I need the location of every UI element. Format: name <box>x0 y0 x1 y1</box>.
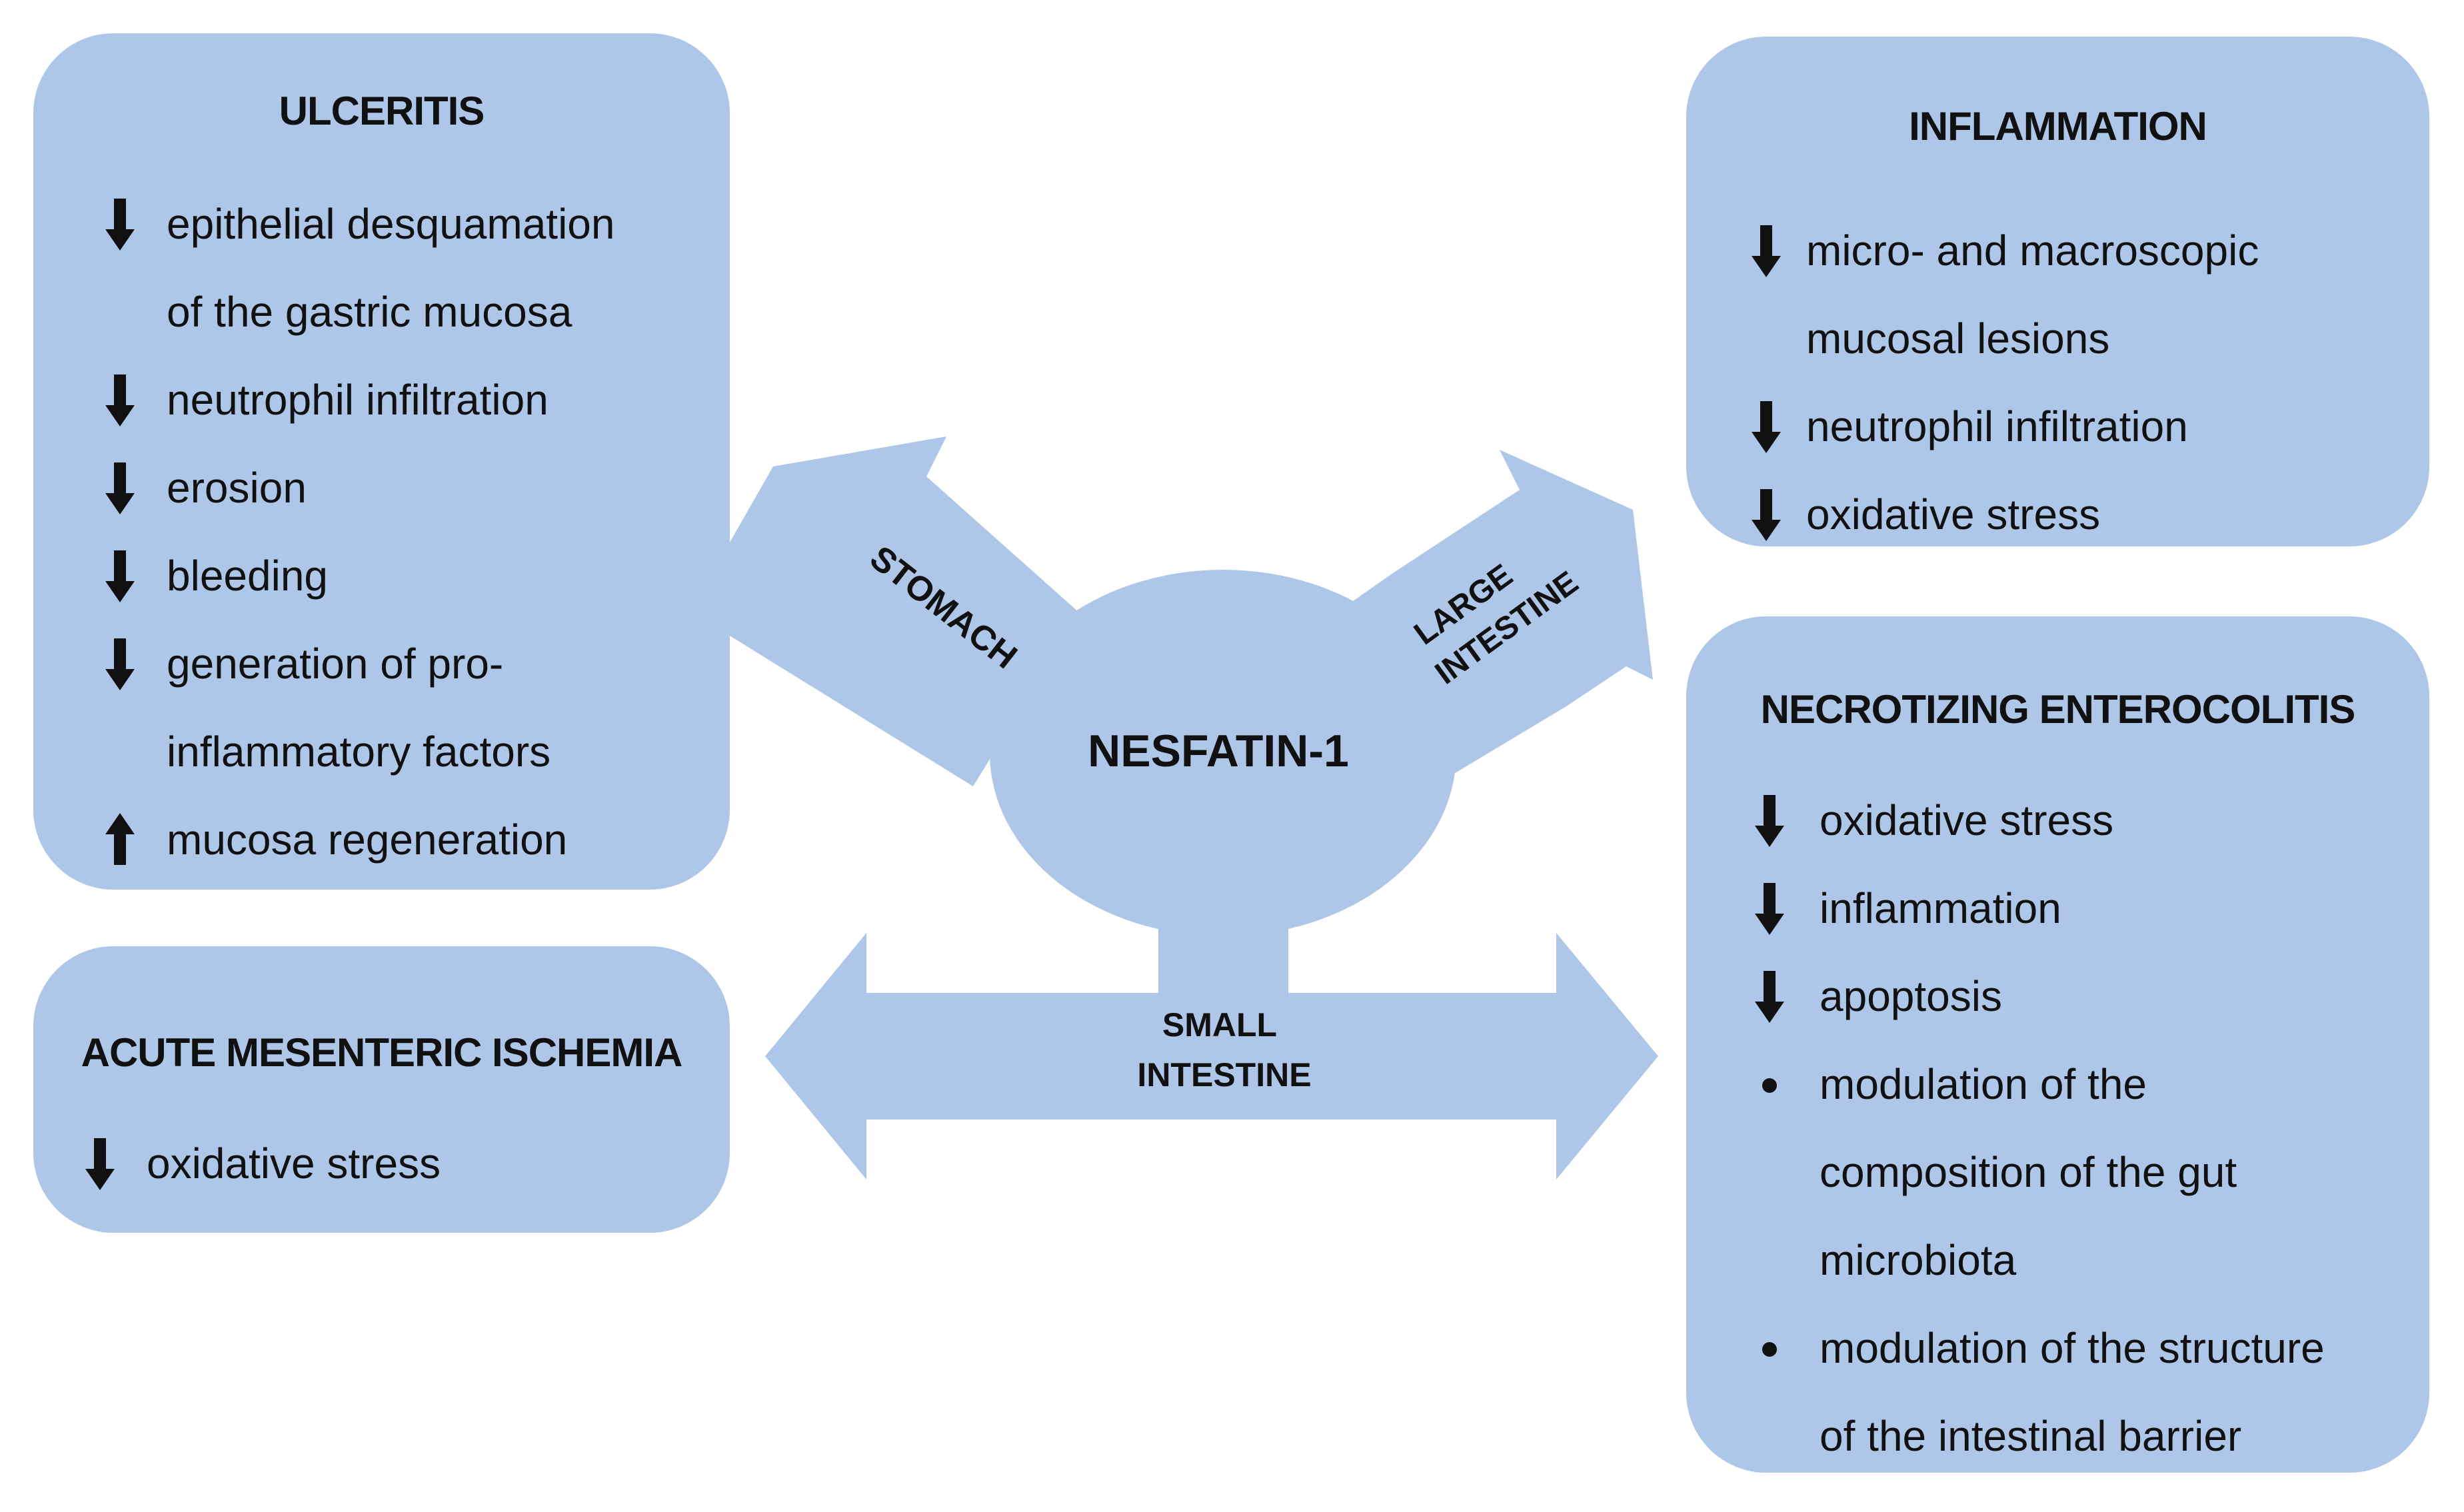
down-arrow-icon <box>100 542 140 609</box>
ulceritis-item-text: erosion <box>167 464 307 512</box>
small-intestine-label-2: INTESTINE <box>1137 1056 1311 1094</box>
ulceritis-box: ULCERITIS epithelial desquamation of the … <box>33 33 730 890</box>
down-arrow-icon <box>1750 963 1790 1030</box>
down-arrow-icon <box>80 1130 120 1197</box>
down-arrow-icon <box>100 191 140 257</box>
nec-item-text: oxidative stress <box>1820 796 2114 844</box>
inflammation-title: INFLAMMATION <box>1909 104 2207 149</box>
down-arrow-icon <box>100 630 140 697</box>
nec-title: NECROTIZING ENTEROCOLITIS <box>1760 687 2356 732</box>
inflammation-box: INFLAMMATION micro- and macroscopic mucos… <box>1686 37 2429 546</box>
down-arrow-icon <box>1750 875 1790 942</box>
ulceritis-item-text: of the gastric mucosa <box>167 288 573 336</box>
nec-box: NECROTIZING ENTEROCOLITIS oxidative stre… <box>1686 616 2429 1473</box>
nesfatin-circle <box>990 570 1456 936</box>
up-arrow-icon <box>100 806 140 873</box>
ischemia-item-text: oxidative stress <box>147 1139 441 1187</box>
ulceritis-item-text: epithelial desquamation <box>167 200 615 248</box>
nec-item-text: modulation of the structure <box>1820 1324 2325 1372</box>
nec-item-text: microbiota <box>1820 1236 2017 1284</box>
down-arrow-icon <box>100 367 140 433</box>
ulceritis-item-text: inflammatory factors <box>167 728 551 776</box>
nesfatin-label: NESFATIN-1 <box>1088 726 1349 776</box>
ischemia-box: ACUTE MESENTERIC ISCHEMIA oxidative stre… <box>33 946 730 1233</box>
inflammation-item-text: micro- and macroscopic <box>1806 227 2259 275</box>
ulceritis-item-text: neutrophil infiltration <box>167 376 549 424</box>
stomach-arrow <box>666 436 1080 786</box>
ulceritis-item-text: bleeding <box>167 552 328 600</box>
nec-item-text: inflammation <box>1820 884 2061 932</box>
bullet-icon <box>1750 1315 1790 1381</box>
ischemia-title: ACUTE MESENTERIC ISCHEMIA <box>81 1030 683 1075</box>
nec-item-text: composition of the gut <box>1820 1148 2237 1196</box>
down-arrow-icon <box>100 454 140 521</box>
ulceritis-title: ULCERITIS <box>279 89 485 133</box>
inflammation-item-text: neutrophil infiltration <box>1806 402 2188 450</box>
down-arrow-icon <box>1746 481 1786 548</box>
nec-item-text: of the intestinal barrier <box>1820 1412 2242 1460</box>
down-arrow-icon <box>1746 393 1786 460</box>
inflammation-item-text: oxidative stress <box>1806 490 2101 538</box>
nec-item-text: modulation of the <box>1820 1060 2147 1108</box>
ulceritis-item-text: mucosa regeneration <box>167 816 568 864</box>
nec-item-text: apoptosis <box>1820 972 2002 1020</box>
down-arrow-icon <box>1750 787 1790 854</box>
small-intestine-label-1: SMALL <box>1162 1006 1277 1044</box>
small-intestine-arrow <box>765 933 1658 1179</box>
bullet-icon <box>1750 1051 1790 1118</box>
down-arrow-icon <box>1746 217 1786 284</box>
ulceritis-item-text: generation of pro- <box>167 640 504 688</box>
inflammation-item-text: mucosal lesions <box>1806 315 2110 363</box>
